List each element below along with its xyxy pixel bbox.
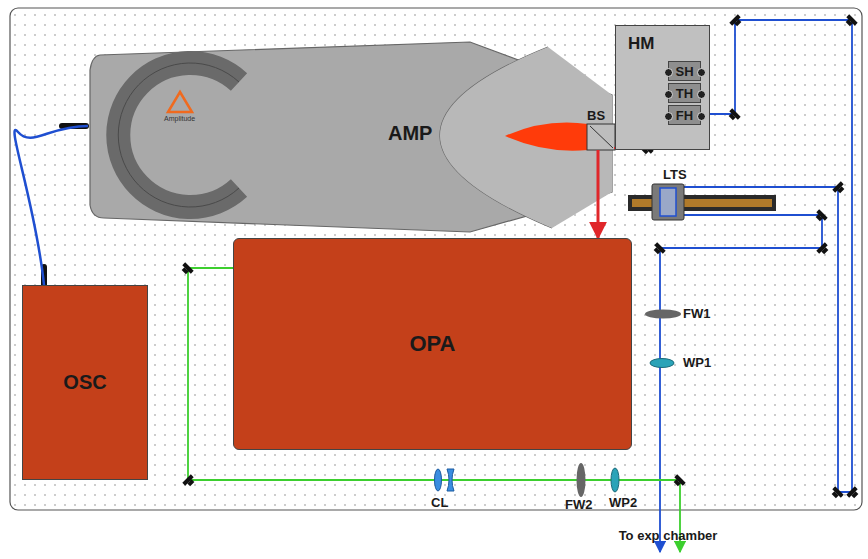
mirror	[652, 242, 666, 256]
amp-ring	[118, 63, 239, 207]
logo-text: Amplitude	[164, 115, 195, 122]
part-label: LTS	[663, 167, 687, 182]
part-label: FW2	[565, 497, 592, 512]
amplifier: AMP	[88, 42, 612, 232]
mirror	[180, 262, 194, 276]
mirror-mounts	[180, 14, 861, 500]
port-dot	[697, 90, 706, 99]
mirror	[727, 108, 741, 122]
logo-triangle	[168, 92, 192, 112]
port-dot	[664, 112, 673, 121]
laser-output	[505, 123, 588, 151]
node-label: TH	[676, 86, 693, 101]
module-box: OSC	[22, 285, 148, 480]
mirror	[846, 486, 860, 500]
node-label: OSC	[63, 371, 106, 394]
mirror	[830, 486, 844, 500]
mirror	[672, 474, 686, 488]
laser-beam	[597, 150, 600, 238]
node-label: HM	[628, 34, 654, 54]
filter-wheel	[645, 310, 681, 319]
mirror	[182, 474, 196, 488]
module-box: HM SH TH FH	[615, 25, 710, 150]
mirror	[844, 14, 858, 28]
filter-wheel	[577, 463, 586, 497]
port-dot	[697, 68, 706, 77]
fiber-cable	[15, 126, 88, 285]
harmonic-module: FH	[668, 105, 701, 125]
part-label: WP2	[609, 495, 637, 510]
node-label: AMP	[388, 122, 432, 145]
mirror	[816, 242, 830, 256]
port-dot	[697, 112, 706, 121]
amp-housing	[90, 42, 612, 232]
node-label: OPA	[409, 331, 455, 357]
part-label: WP1	[683, 355, 711, 370]
mirror	[729, 14, 743, 28]
linear-stage	[628, 195, 776, 211]
part-label: To exp chamber	[619, 528, 718, 543]
mirror	[832, 181, 846, 195]
part-label: BS	[587, 108, 605, 123]
mirror	[814, 209, 828, 223]
beam-splitter	[587, 124, 615, 150]
node-label: SH	[675, 64, 693, 79]
harmonic-beam	[668, 20, 852, 492]
part-label: CL	[431, 495, 448, 510]
port-dot	[664, 90, 673, 99]
harmonic-module: SH	[668, 61, 701, 81]
harmonic-module: TH	[668, 83, 701, 103]
module-box: OPA	[233, 238, 632, 450]
waveplate	[650, 359, 674, 368]
port-dot	[664, 68, 673, 77]
lens	[435, 469, 442, 491]
table	[10, 8, 862, 510]
part-label: FW1	[683, 306, 710, 321]
waveplate	[611, 468, 619, 492]
node-label: FH	[676, 108, 693, 123]
